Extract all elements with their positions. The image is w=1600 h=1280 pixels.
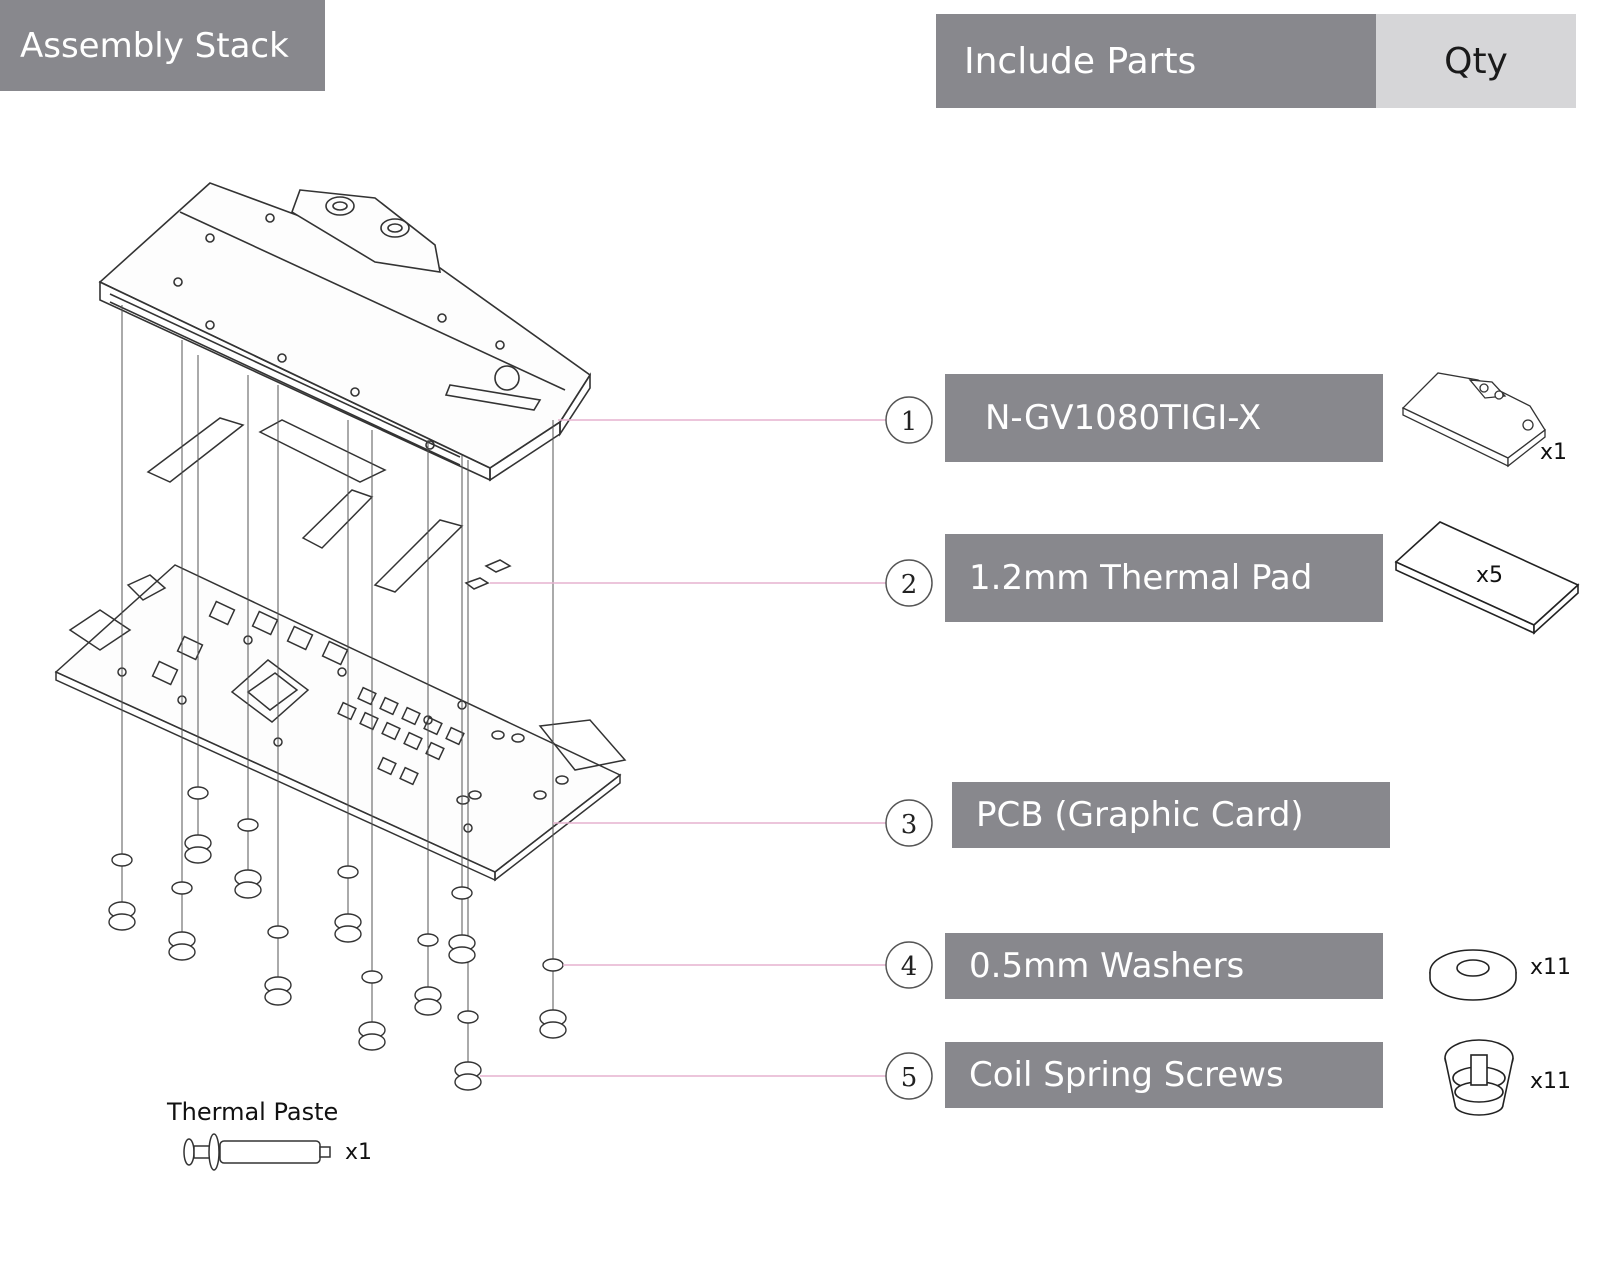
assembly-stack-header: Assembly Stack	[0, 0, 325, 91]
part-name: 1.2mm Thermal Pad	[969, 558, 1313, 598]
syringe-icon	[183, 1133, 331, 1171]
callout-5: 5	[885, 1052, 933, 1100]
thermal-pads-drawing	[146, 417, 512, 593]
thermal-paste-label: Thermal Paste	[167, 1098, 339, 1126]
part-row-4-qty: x11	[1530, 955, 1572, 980]
qty-title: Qty	[1444, 40, 1508, 82]
part-name: Coil Spring Screws	[969, 1055, 1284, 1095]
svg-text:1: 1	[901, 407, 918, 437]
waterblock-icon	[1401, 372, 1546, 468]
callout-4: 4	[885, 941, 933, 989]
pcb-drawing	[54, 564, 627, 882]
include-parts-header: Include Parts	[936, 14, 1376, 108]
part-row-2-label: 1.2mm Thermal Pad	[945, 534, 1383, 622]
waterblock-drawing	[98, 182, 592, 482]
fastener-stack-drawing	[108, 786, 567, 1091]
part-name: 0.5mm Washers	[969, 946, 1245, 986]
thermal-paste-qty: x1	[345, 1140, 373, 1165]
svg-text:2: 2	[901, 570, 918, 600]
part-name: PCB (Graphic Card)	[976, 795, 1304, 835]
part-name: N-GV1080TIGI-X	[985, 398, 1262, 438]
callout-2: 2	[885, 559, 933, 607]
part-row-3-label: PCB (Graphic Card)	[952, 782, 1390, 848]
thermal-pad-icon	[1394, 521, 1580, 635]
svg-text:3: 3	[901, 810, 918, 840]
callout-1: 1	[885, 396, 933, 444]
include-parts-title: Include Parts	[964, 40, 1197, 82]
part-row-1-qty: x1	[1540, 440, 1568, 465]
svg-text:5: 5	[901, 1063, 918, 1093]
leader-lines	[480, 419, 886, 1077]
qty-header: Qty	[1376, 14, 1576, 108]
callout-3: 3	[885, 799, 933, 847]
part-row-5-qty: x11	[1530, 1069, 1572, 1094]
svg-text:4: 4	[901, 952, 918, 982]
part-row-2-qty: x5	[1476, 563, 1504, 588]
alignment-lines	[121, 305, 554, 1080]
washer-icon	[1429, 949, 1517, 1001]
part-row-4-label: 0.5mm Washers	[945, 933, 1383, 999]
part-row-5-label: Coil Spring Screws	[945, 1042, 1383, 1108]
assembly-stack-title: Assembly Stack	[20, 25, 289, 66]
part-row-1-label: N-GV1080TIGI-X	[945, 374, 1383, 462]
spring-screw-icon	[1444, 1039, 1514, 1116]
